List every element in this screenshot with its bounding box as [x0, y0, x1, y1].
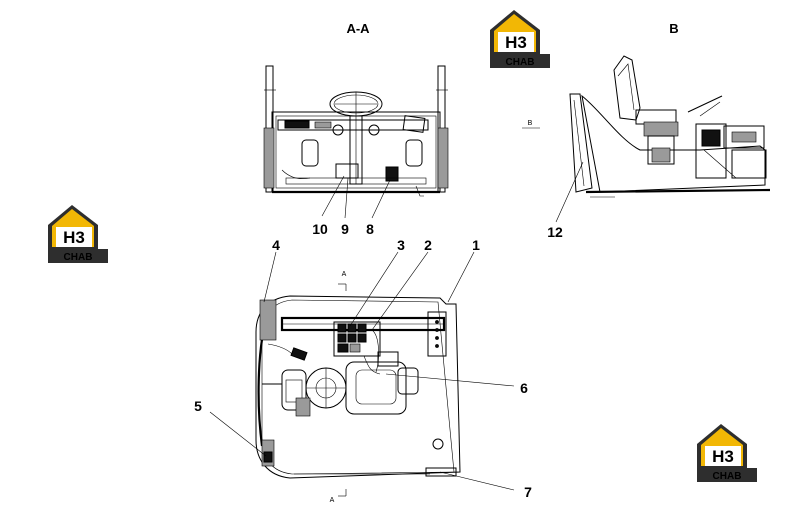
- svg-text:H3: H3: [712, 447, 734, 466]
- callout-10: 10: [312, 221, 328, 237]
- callout-6: 6: [520, 380, 528, 396]
- callout-8: 8: [366, 221, 374, 237]
- callout-4: 4: [272, 237, 280, 253]
- logo-top: H3 CHAB: [490, 10, 550, 68]
- view-title-b: B: [669, 21, 678, 36]
- callout-9: 9: [341, 221, 349, 237]
- svg-text:CHAB: CHAB: [506, 57, 535, 68]
- plan-view-drawing: A A: [209, 251, 515, 504]
- section-mark-b: B: [528, 120, 533, 127]
- callout-2: 2: [424, 237, 432, 253]
- svg-text:H3: H3: [63, 228, 85, 247]
- svg-text:CHAB: CHAB: [713, 471, 742, 482]
- svg-text:CHAB: CHAB: [64, 252, 93, 263]
- logo-left: H3 CHAB: [48, 205, 108, 263]
- view-b-drawing: B: [522, 55, 771, 223]
- view-aa-drawing: [263, 65, 449, 219]
- section-mark-a-top: A: [342, 271, 347, 278]
- section-mark-a-bottom: A: [330, 497, 335, 504]
- logo-bottom-right: H3 CHAB: [697, 424, 757, 482]
- view-title-aa: A-A: [346, 21, 370, 36]
- callout-5: 5: [194, 398, 202, 414]
- callout-7: 7: [524, 484, 532, 500]
- callout-3: 3: [397, 237, 405, 253]
- svg-text:H3: H3: [505, 33, 527, 52]
- callout-12: 12: [547, 224, 563, 240]
- callout-1: 1: [472, 237, 480, 253]
